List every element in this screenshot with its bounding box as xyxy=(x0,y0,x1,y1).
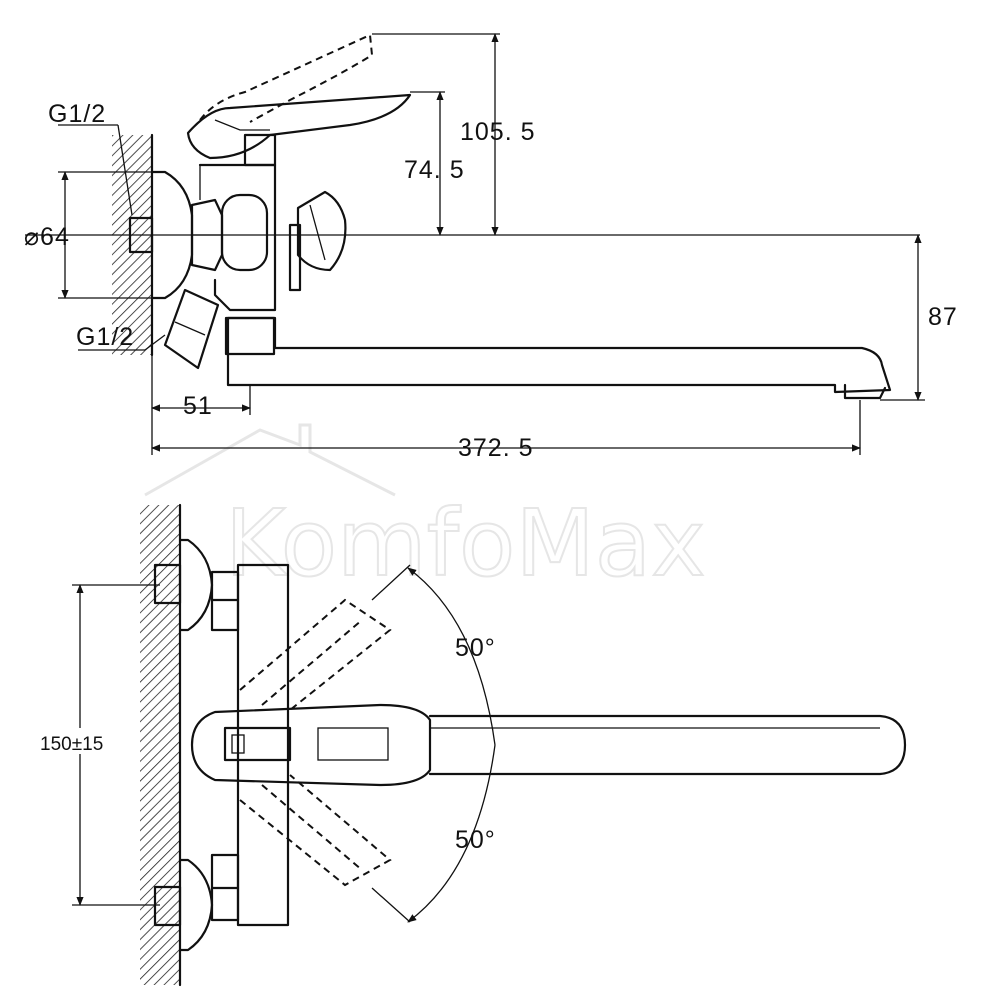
diameter-label: ⌀64 xyxy=(24,223,70,251)
lower-fitting xyxy=(153,885,182,927)
wall-hatch-top xyxy=(112,135,152,355)
upper-flange xyxy=(178,538,214,632)
lower-flange xyxy=(178,858,214,952)
body-port xyxy=(220,193,269,272)
top-view: 150±15 50° 50° xyxy=(38,503,907,987)
lever-handle xyxy=(186,93,412,160)
angle-arc-upper xyxy=(407,567,496,746)
dim-74-5: 74. 5 xyxy=(404,156,465,184)
angle-label-upper: 50° xyxy=(455,634,496,662)
handle-rotated-down xyxy=(239,774,392,887)
lower-nut xyxy=(210,853,240,922)
spout-aerator xyxy=(843,383,887,400)
mixer-body xyxy=(198,163,277,312)
spout-collar xyxy=(224,316,276,356)
dim-51: 51 xyxy=(183,392,213,420)
spout xyxy=(226,316,892,394)
handle-cap xyxy=(243,133,277,167)
spout-top xyxy=(428,714,907,776)
handle-rotated-up xyxy=(239,598,392,711)
side-view: G1/2 ⌀64 G1/2 105. 5 74. 5 87 51 372. 5 xyxy=(24,33,958,462)
diverter-knob xyxy=(296,190,347,272)
angle-label-lower: 50° xyxy=(455,826,496,854)
handle-top xyxy=(190,703,432,787)
lever-open-position xyxy=(199,33,374,123)
handle-insert xyxy=(223,726,292,762)
thread-label-bottom: G1/2 xyxy=(76,323,134,351)
watermark: KomfoMax xyxy=(144,423,707,598)
lower-inlet-pipe xyxy=(163,288,220,370)
thread-label-top: G1/2 xyxy=(48,100,106,128)
watermark-text: KomfoMax xyxy=(225,490,706,597)
dim-87: 87 xyxy=(928,303,958,331)
dim-105-5: 105. 5 xyxy=(460,118,536,146)
wall-hatch-bottom xyxy=(140,505,180,985)
upper-fitting xyxy=(153,563,182,605)
angle-arc-lower xyxy=(407,744,496,923)
spacing-label: 150±15 xyxy=(40,734,103,755)
dim-372-5: 372. 5 xyxy=(458,434,534,462)
handle-slot xyxy=(317,727,389,761)
mixer-body-top xyxy=(236,563,290,927)
